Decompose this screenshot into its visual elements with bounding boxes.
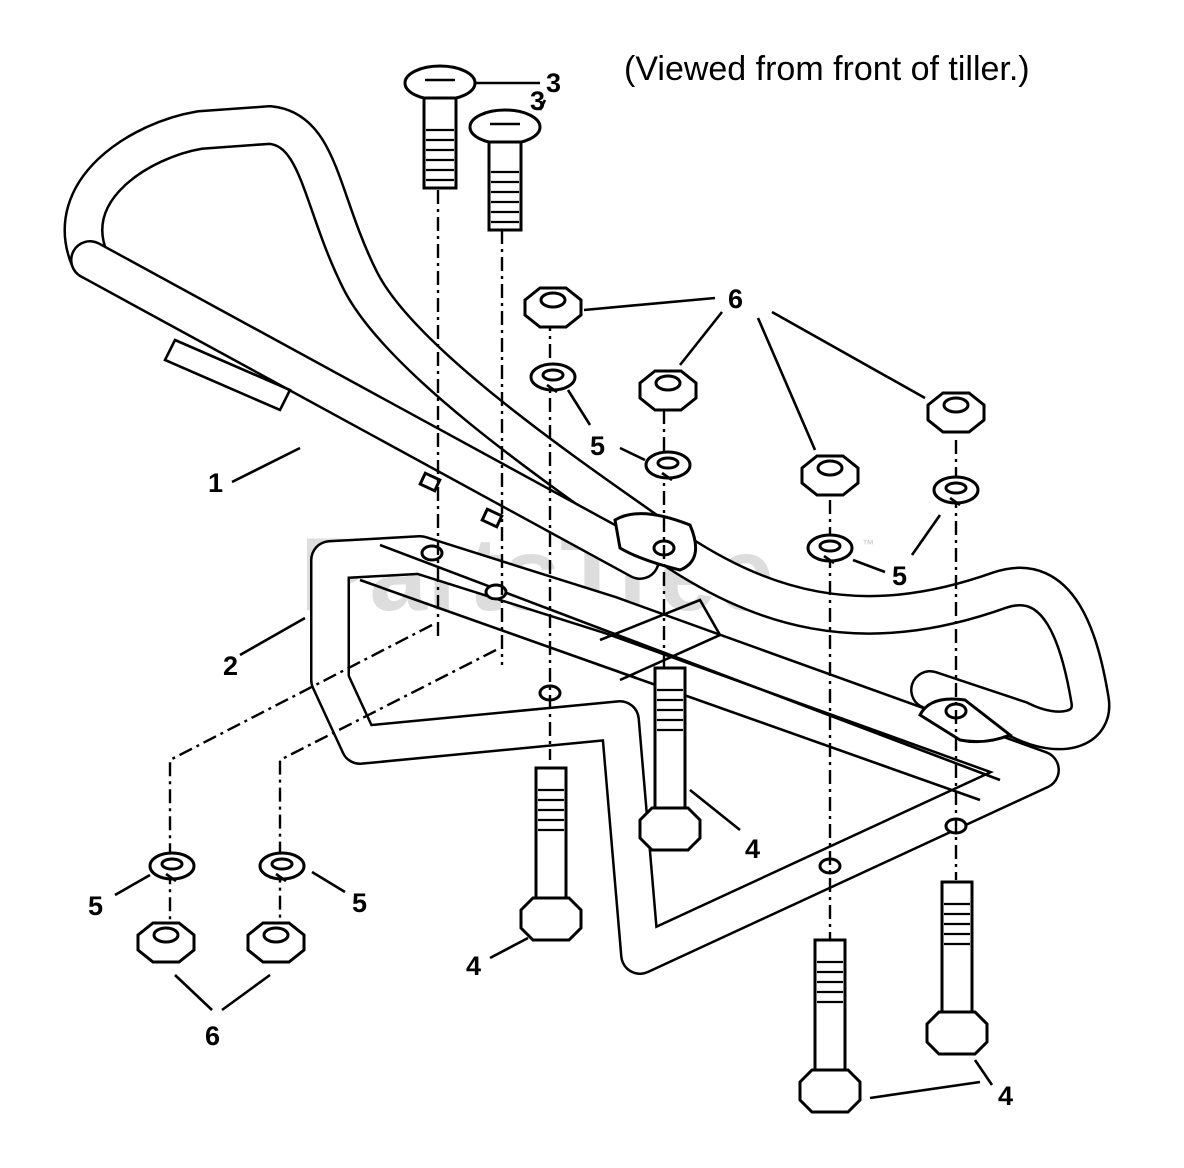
bumper-bar-part-1 — [63, 105, 1111, 751]
assembly-lines — [168, 190, 958, 940]
view-caption: (Viewed from front of tiller.) — [624, 50, 1030, 88]
mounting-tab-right — [918, 697, 1013, 744]
leader-lines — [114, 81, 994, 1100]
callout-5: 5 — [88, 891, 103, 921]
callout-5: 5 — [352, 888, 367, 918]
hex-bolt-part-4 — [638, 666, 702, 852]
callout-3: 3 — [530, 86, 545, 116]
lock-washer-part-5 — [644, 450, 692, 482]
lock-washer-part-5 — [806, 533, 854, 565]
hex-bolt-part-4 — [519, 766, 583, 942]
lock-washer-part-5 — [148, 851, 196, 883]
callout-1: 1 — [208, 468, 223, 498]
callout-3: 3 — [546, 68, 561, 98]
carriage-hole — [480, 507, 504, 529]
lock-washer-part-5 — [258, 851, 306, 883]
hex-nut-part-6 — [523, 286, 583, 329]
hex-bolt-part-4 — [798, 938, 862, 1114]
hex-nut-part-6 — [136, 921, 196, 964]
carriage-bolt-part-3 — [403, 64, 477, 190]
callout-5: 5 — [892, 561, 907, 591]
callout-2: 2 — [223, 651, 238, 681]
callout-4: 4 — [745, 834, 760, 864]
support-bracket-part-2 — [310, 535, 1060, 975]
carriage-hole — [418, 471, 442, 493]
hex-nut-part-6 — [638, 369, 698, 412]
callout-4: 4 — [466, 951, 481, 981]
callout-6: 6 — [728, 284, 743, 314]
hex-nut-part-6 — [800, 454, 860, 497]
hex-nut-part-6 — [246, 921, 306, 964]
callouts: 3 3 6 5 5 1 2 4 4 4 5 5 6 — [88, 68, 1013, 1111]
carriage-bolt-part-3 — [468, 108, 542, 232]
mounting-tab-left — [613, 512, 698, 572]
hex-nut-part-6 — [926, 391, 986, 434]
callout-5: 5 — [590, 431, 605, 461]
hex-bolt-part-4 — [925, 880, 989, 1056]
callout-4: 4 — [998, 1081, 1013, 1111]
lock-washer-part-5 — [529, 362, 577, 394]
callout-6: 6 — [205, 1021, 220, 1051]
lock-washer-part-5 — [932, 475, 980, 507]
watermark-tm: ™ — [862, 537, 874, 551]
